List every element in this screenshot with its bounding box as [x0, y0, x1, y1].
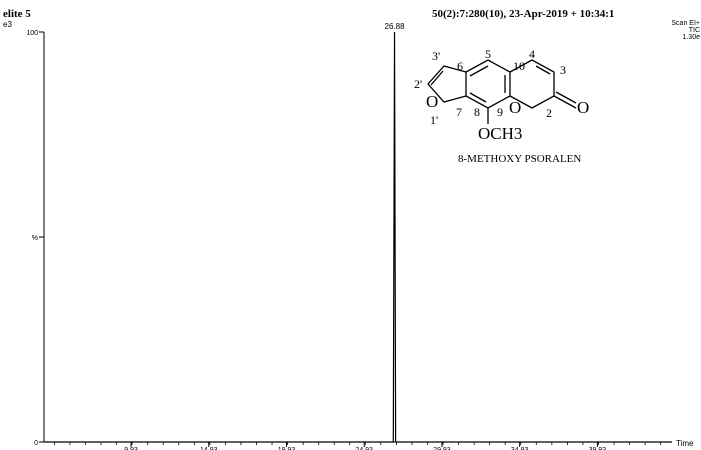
y-tick-label: 100	[26, 30, 38, 37]
atom-2prime: 2'	[414, 77, 422, 91]
atom-3: 3	[560, 63, 566, 77]
x-tick-label: 29.93	[433, 447, 451, 450]
x-tick-label: 19.93	[278, 447, 296, 450]
oxygen-carbonyl: O	[577, 98, 589, 117]
atom-4: 4	[529, 47, 535, 61]
atom-3prime: 3'	[432, 49, 440, 63]
structure-labels: 3' 5 4 3 6 10 2' 2 7 8 9 1' O O O OCH3	[414, 47, 589, 143]
atom-1prime: 1'	[430, 113, 438, 127]
x-tick-label: 14.93	[200, 447, 218, 450]
methoxy-group: OCH3	[478, 124, 522, 143]
benzene-double-bond-3	[469, 92, 487, 103]
furan-ring	[427, 65, 467, 103]
atom-6: 6	[457, 59, 463, 73]
atom-8: 8	[474, 105, 480, 119]
tic-trace	[44, 31, 672, 443]
x-tick-label: 39.93	[589, 447, 607, 450]
atom-9: 9	[497, 105, 503, 119]
pyranone-ring	[509, 59, 555, 109]
carbonyl-double-bond	[555, 91, 577, 104]
sample-name: elite 5	[3, 8, 31, 20]
trace-label: TIC	[689, 27, 700, 34]
x-axis-label: Time	[676, 439, 694, 448]
benzene-ring	[465, 59, 511, 109]
x-tick-label: 24.93	[355, 447, 373, 450]
structure-drawing	[427, 59, 577, 124]
pyranone-double-bond	[535, 65, 551, 75]
atom-10: 10	[513, 59, 525, 73]
oxygen-furan: O	[426, 92, 438, 111]
x-ticks: 9.93 14.93 19.93 24.93 29.93 34.93 39.93	[54, 442, 662, 450]
compound-name: 8-METHOXY PSORALEN	[458, 153, 581, 165]
oxygen-pyran: O	[509, 98, 521, 117]
furan-double-bond	[430, 70, 444, 86]
scale-exponent: e3	[3, 20, 12, 29]
y-tick-label: %	[32, 235, 38, 242]
scan-info: 50(2):7:280(10), 23-Apr-2019 + 10:34:1	[432, 8, 614, 20]
peak-label: 26.88	[385, 22, 406, 31]
atom-7: 7	[456, 105, 462, 119]
intensity-label: 1.30e	[682, 34, 700, 41]
atom-2: 2	[546, 106, 552, 120]
benzene-double-bond-1	[469, 65, 489, 77]
carbonyl-bond	[553, 95, 577, 109]
x-tick-label: 9.93	[124, 447, 138, 450]
x-tick-label: 34.93	[511, 447, 529, 450]
series: 26.88	[44, 22, 672, 443]
atom-5: 5	[485, 47, 491, 61]
axes: Time	[43, 32, 694, 448]
y-tick-label: 0	[34, 440, 38, 447]
scan-mode: Scan EI+	[671, 20, 700, 27]
y-ticks: 100% 0	[26, 30, 44, 447]
